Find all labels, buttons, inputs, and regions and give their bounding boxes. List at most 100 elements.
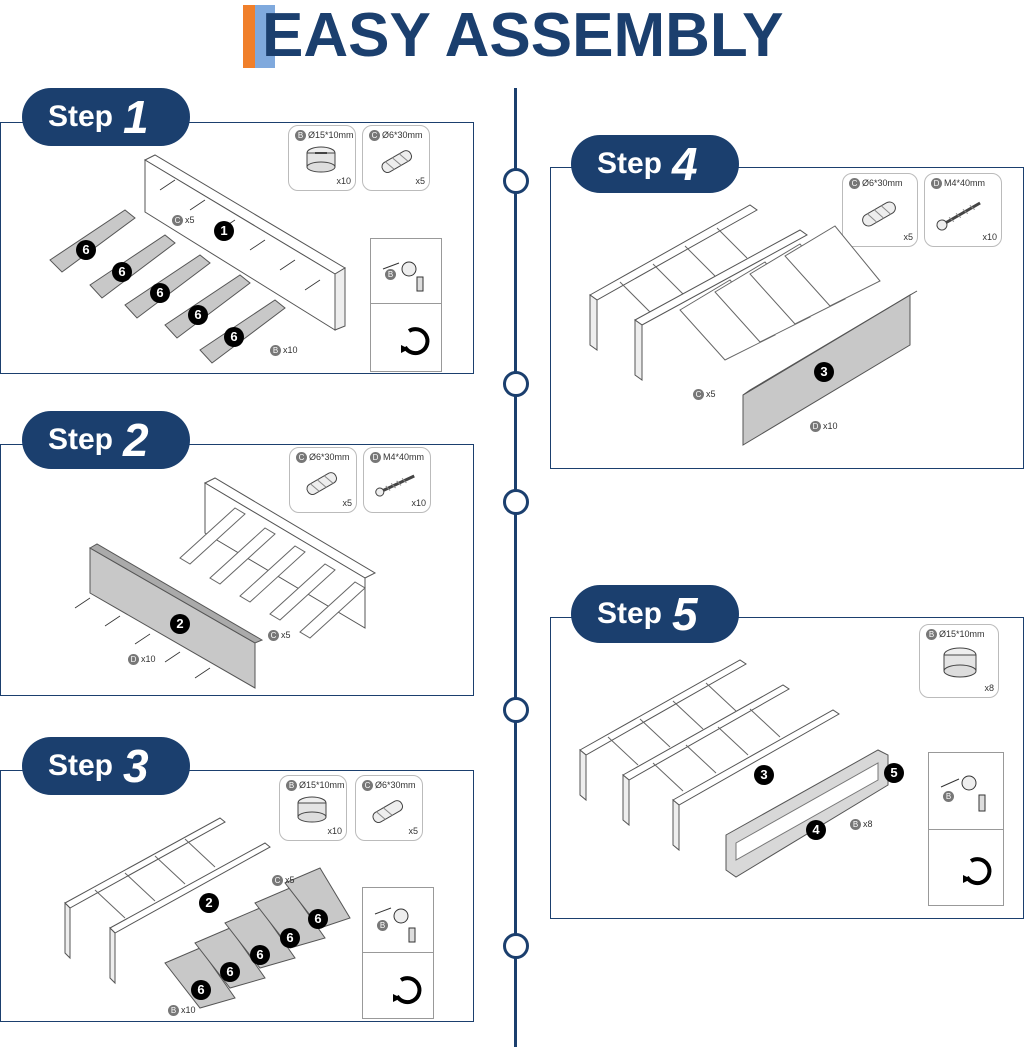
- hardware-count: x10: [982, 232, 997, 242]
- hardware-letter: C: [849, 178, 860, 190]
- step-number: 2: [123, 414, 149, 466]
- part-callout: 6: [150, 283, 170, 303]
- timeline-node: [503, 371, 529, 397]
- hardware-letter: C: [296, 452, 307, 464]
- hardware-count: x10: [327, 826, 342, 836]
- step-4-pill: Step 4: [571, 135, 739, 193]
- count-label: x10: [181, 1005, 196, 1015]
- hardware-letter: B: [295, 130, 306, 142]
- hardware-letter: C: [362, 780, 373, 792]
- part-callout: 3: [754, 765, 774, 785]
- timeline-line: [514, 88, 517, 1047]
- hardware-letter: B: [850, 819, 861, 831]
- hardware-spec: Ø15*10mm: [308, 130, 354, 140]
- hardware-letter: B: [270, 345, 281, 357]
- cam-lock-detail-icon: [382, 261, 430, 356]
- part-callout: 1: [214, 221, 234, 241]
- hardware-letter: B: [286, 780, 297, 792]
- hardware-letter: B: [377, 920, 388, 932]
- screw-icon: [936, 201, 981, 231]
- hardware-letter: B: [385, 269, 396, 281]
- step-word: Step: [48, 100, 114, 133]
- part-callout: 6: [76, 240, 96, 260]
- title-accent-orange: [243, 5, 255, 68]
- step-3-pill: Step 3: [22, 737, 190, 795]
- hardware-letter: C: [172, 215, 183, 227]
- part-callout: 6: [250, 945, 270, 965]
- title-accent-blue: [255, 5, 275, 68]
- hardware-spec: M4*40mm: [383, 452, 425, 462]
- hardware-count: x10: [411, 498, 426, 508]
- step-number: 5: [672, 588, 698, 640]
- part-callout: 4: [806, 820, 826, 840]
- step-number: 1: [123, 91, 149, 143]
- part-callout: 6: [280, 928, 300, 948]
- step-1-detail-inset: B: [370, 238, 442, 372]
- hardware-spec: Ø15*10mm: [299, 780, 345, 790]
- part-callout: 3: [814, 362, 834, 382]
- step-word: Step: [48, 749, 114, 782]
- part-callout: 2: [170, 614, 190, 634]
- step-word: Step: [597, 597, 663, 630]
- hardware-letter: C: [369, 130, 380, 142]
- cam-lock-icon: [306, 146, 336, 173]
- hardware-spec: M4*40mm: [944, 178, 986, 188]
- screw-icon: [375, 474, 415, 497]
- hardware-letter: C: [268, 630, 279, 642]
- part-callout: 5: [884, 763, 904, 783]
- hardware-count: x5: [408, 826, 418, 836]
- timeline-node: [503, 168, 529, 194]
- hardware-spec: Ø6*30mm: [382, 130, 423, 140]
- hardware-spec: Ø6*30mm: [309, 452, 350, 462]
- part-callout: 6: [224, 327, 244, 347]
- hardware-spec: Ø15*10mm: [939, 629, 985, 639]
- timeline-node: [503, 489, 529, 515]
- hardware-count: x5: [342, 498, 352, 508]
- hardware-count: x8: [984, 683, 994, 693]
- step-word: Step: [48, 423, 114, 456]
- timeline-node: [503, 933, 529, 959]
- part-callout: 6: [188, 305, 208, 325]
- hardware-letter: D: [931, 178, 942, 190]
- dowel-icon: [372, 800, 404, 824]
- part-callout: 2: [199, 893, 219, 913]
- hardware-spec: Ø6*30mm: [375, 780, 416, 790]
- page-title: EASY ASSEMBLY: [262, 1, 784, 70]
- step-1-diagram: [49, 154, 346, 364]
- count-label: x10: [141, 654, 156, 664]
- hardware-count: x5: [415, 176, 425, 186]
- hardware-letter: D: [370, 452, 381, 464]
- step-3-detail-inset: B: [362, 887, 434, 1019]
- dowel-icon: [306, 472, 338, 495]
- step-5-detail-inset: B: [928, 752, 1004, 906]
- part-callout: 6: [220, 962, 240, 982]
- hardware-letter: C: [272, 875, 283, 887]
- dowel-icon: [862, 201, 896, 227]
- step-5-diagram: [579, 659, 889, 878]
- timeline-node: [503, 697, 529, 723]
- count-label: x5: [706, 389, 716, 399]
- dowel-icon: [381, 150, 413, 173]
- hardware-letter: B: [926, 629, 937, 641]
- hardware-letter: B: [943, 791, 954, 803]
- step-5-pill: Step 5: [571, 585, 739, 643]
- hardware-letter: C: [693, 389, 704, 401]
- cam-lock-detail-icon: [940, 775, 992, 886]
- step-1-pill: Step 1: [22, 88, 190, 146]
- step-2-pill: Step 2: [22, 411, 190, 469]
- part-callout: 6: [191, 980, 211, 1000]
- hardware-letter: D: [810, 421, 821, 433]
- step-number: 3: [123, 740, 149, 792]
- hardware-spec: Ø6*30mm: [862, 178, 903, 188]
- count-label: x5: [281, 630, 291, 640]
- step-4-diagram: [589, 204, 918, 446]
- count-label: x5: [285, 875, 295, 885]
